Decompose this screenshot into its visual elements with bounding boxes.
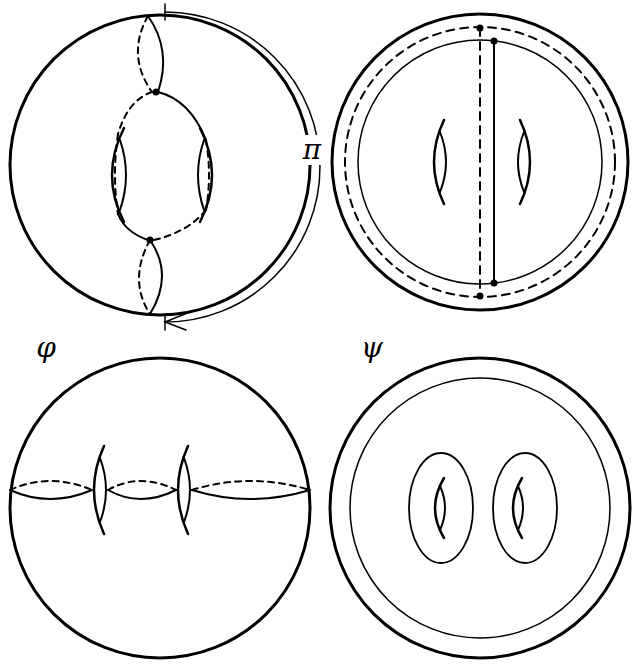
figure-label: ψ <box>359 333 385 363</box>
surface-meridians <box>10 358 310 658</box>
surface-longitudes <box>330 358 630 658</box>
arc-label: π <box>301 135 323 165</box>
surface-phi <box>10 4 320 330</box>
figure-label: φ <box>34 333 58 363</box>
surface-psi <box>332 14 628 310</box>
